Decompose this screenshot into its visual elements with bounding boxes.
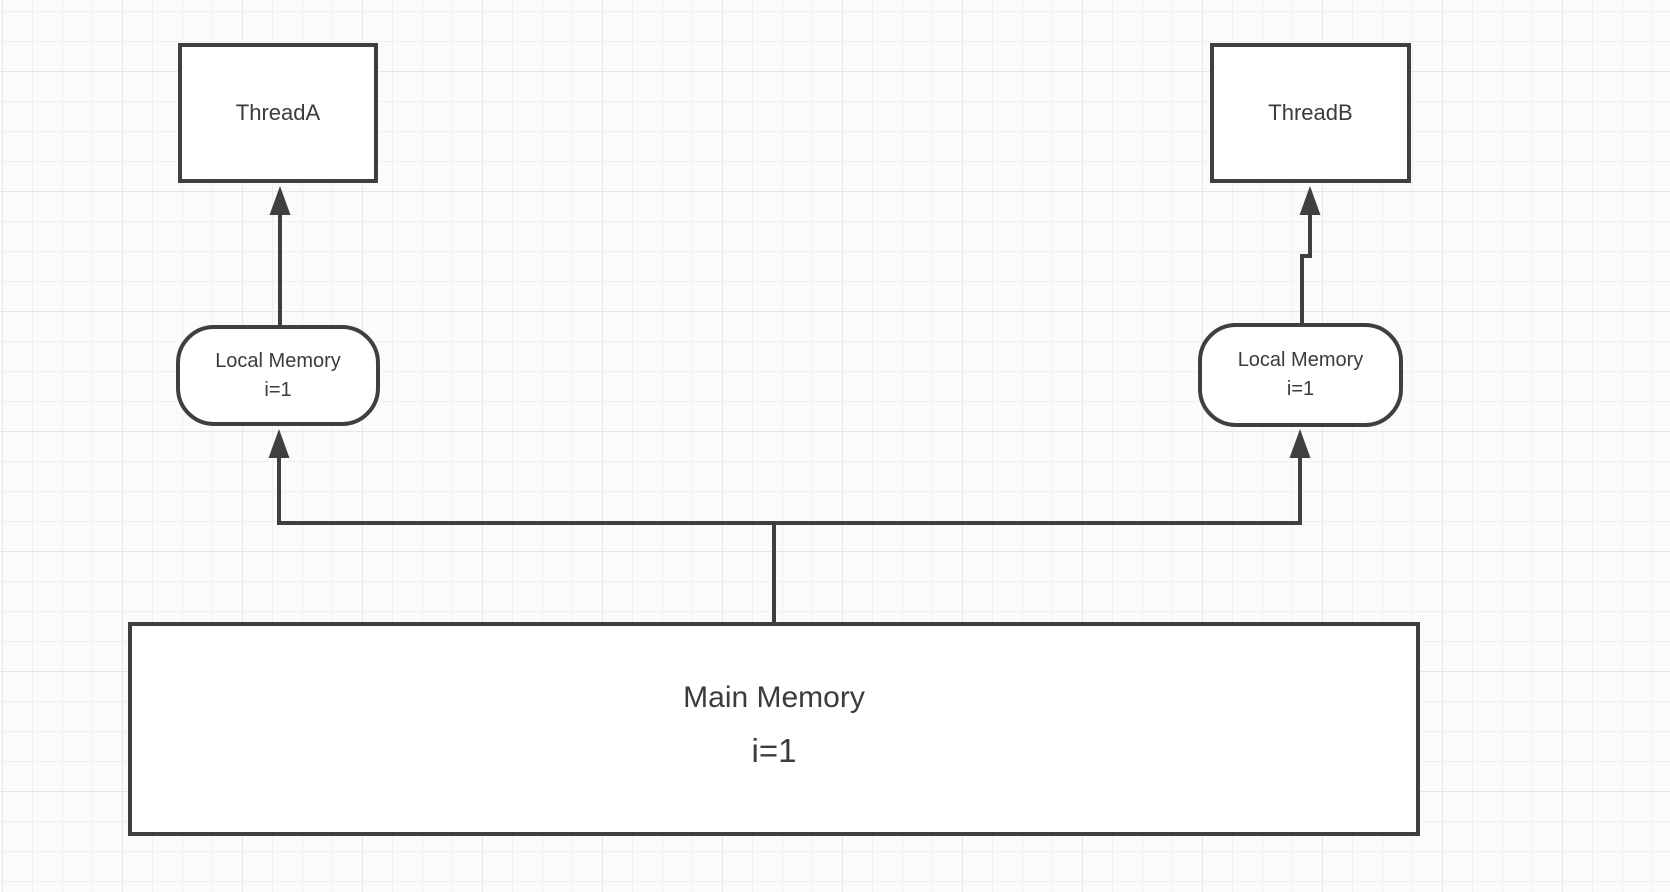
local-memory-a-value: i=1 <box>264 378 292 401</box>
local-memory-a-title: Local Memory <box>215 349 341 372</box>
edge-line[interactable] <box>1300 213 1312 325</box>
local-memory-b-title: Local Memory <box>1237 349 1364 371</box>
edge-main-memory-to-local-memories[interactable] <box>268 429 1311 624</box>
node-thread-b[interactable]: ThreadB <box>1210 43 1411 183</box>
node-local-memory-b[interactable]: Local Memory i=1 <box>1198 323 1403 427</box>
arrowhead <box>1299 186 1321 215</box>
main-memory-value: i=1 <box>751 732 797 769</box>
node-thread-a[interactable]: ThreadA <box>178 43 378 183</box>
arrowhead <box>1289 429 1311 458</box>
node-local-memory-a[interactable]: Local Memory i=1 <box>176 325 380 426</box>
edge-local-memory-b-to-thread-b[interactable] <box>1299 186 1321 325</box>
edge-local-memory-a-to-thread-a[interactable] <box>269 186 291 327</box>
thread-a-label: ThreadA <box>235 100 321 125</box>
node-main-memory[interactable]: Main Memory i=1 <box>128 622 1420 836</box>
edge-line[interactable] <box>277 456 1302 624</box>
main-memory-title: Main Memory <box>683 681 865 714</box>
arrowhead <box>268 429 290 458</box>
local-memory-b-value: i=1 <box>1286 378 1315 400</box>
thread-b-label: ThreadB <box>1268 100 1353 125</box>
arrowhead <box>269 186 291 215</box>
